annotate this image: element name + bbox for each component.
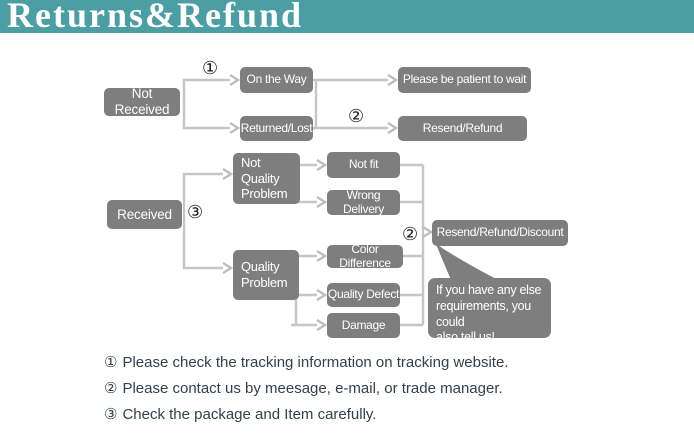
node-received: Received — [107, 200, 182, 229]
circled-number-2-marker: ② — [402, 224, 419, 245]
node-on-the-way: On the Way — [240, 67, 313, 93]
footnote-3-number: ③ — [104, 405, 118, 423]
node-not-fit: Not fit — [327, 152, 400, 178]
node-quality-defect: Quality Defect — [327, 283, 400, 307]
chevron-icon — [316, 158, 328, 172]
node-please-be-patient: Please be patient to wait — [398, 67, 531, 93]
chevron-icon — [387, 73, 399, 87]
chevron-icon — [222, 167, 234, 181]
connector-quality-outputs — [291, 254, 317, 327]
connector-top-right-ladder — [313, 78, 388, 130]
chevron-icon — [387, 121, 399, 135]
footnote-2-number: ② — [104, 379, 118, 397]
chevron-icon — [316, 318, 328, 332]
chevron-icon — [229, 121, 241, 135]
page-title: Returns&Refund — [7, 0, 304, 35]
node-not-quality-problem: Not Quality Problem — [233, 153, 300, 204]
node-quality-problem: Quality Problem — [233, 250, 299, 300]
node-returned-lost: Returned/Lost — [240, 116, 313, 141]
footnote-3: ③ Check the package and Item carefully. — [104, 401, 508, 427]
footnote-1: ① Please check the tracking information … — [104, 349, 508, 375]
chevron-icon — [229, 73, 241, 87]
chevron-icon — [222, 261, 234, 275]
footnotes: ① Please check the tracking information … — [104, 349, 508, 427]
connector-received-branch — [182, 172, 223, 270]
chevron-icon — [316, 288, 328, 302]
node-color-difference: Color Difference — [327, 242, 403, 269]
chevron-icon — [422, 225, 434, 239]
circled-number-1-marker: ① — [202, 58, 219, 79]
node-resend-refund-discount: Resend/Refund/Discount — [432, 220, 568, 246]
chevron-icon — [316, 249, 328, 263]
header-banner: Returns&Refund — [0, 0, 694, 33]
node-not-received: Not Received — [104, 86, 180, 117]
footnote-3-text: Check the package and Item carefully. — [122, 405, 377, 423]
connector-right-collector — [400, 163, 425, 327]
footnote-1-number: ① — [104, 353, 118, 371]
footnote-1-text: Please check the tracking information on… — [122, 353, 509, 371]
speech-bubble-tail — [436, 244, 502, 282]
chevron-icon — [316, 195, 328, 209]
circled-number-3-marker: ③ — [187, 202, 204, 223]
node-wrong-delivery: Wrong Delivery — [327, 188, 400, 215]
note-speech-bubble: If you have any else requirements, you c… — [428, 278, 551, 344]
node-resend-refund: Resend/Refund — [398, 116, 527, 141]
arrowhead-chevrons — [222, 73, 434, 332]
connector-not-received-branch — [182, 78, 230, 130]
footnote-2-text: Please contact us by meesage, e-mail, or… — [122, 379, 503, 397]
node-damage: Damage — [327, 313, 400, 338]
circled-number-2-marker: ② — [348, 106, 365, 127]
footnote-2: ② Please contact us by meesage, e-mail, … — [104, 375, 508, 401]
